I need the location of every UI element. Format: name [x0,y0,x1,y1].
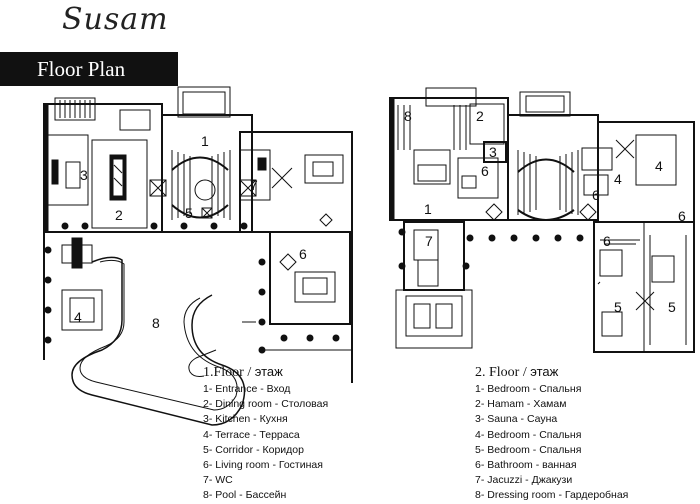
f2-marker-8: 8 [404,108,412,124]
floor2-room-2: 2- Hamam - Хамам [475,398,567,411]
floor2-room-4: 4- Bedroom - Спальня [475,428,582,441]
floor1-room-6: 6- Living room - Гостиная [203,459,323,472]
floor2-legend: 2. Floor / этаж 1- Bedroom - Спальня 2- … [475,364,628,504]
f1-marker-6: 6 [299,246,307,262]
floor1-room-8: 8- Pool - Бассейн [203,489,287,502]
f1-marker-7: 7 [250,177,258,193]
f1-marker-8: 8 [152,315,160,331]
brand-title: Susam [62,2,169,37]
f2-marker-6a: 6 [481,163,489,179]
floor1-room-5: 5- Corridor - Коридор [203,443,304,456]
f1-marker-4: 4 [74,309,82,325]
f2-marker-1: 1 [424,201,432,217]
f2-marker-5a: 5 [614,299,622,315]
banner-label: Floor Plan [37,57,126,81]
f1-marker-2: 2 [115,207,123,223]
f1-marker-1: 1 [201,133,209,149]
floor2-room-5: 5- Bedroom - Спальня [475,443,582,456]
floor2-heading-main: 2. Floor / [475,365,531,380]
floor1-heading: 1.Floor / этаж [203,364,328,381]
floor1-heading-main: 1.Floor / [203,365,255,380]
floor2-plan [389,87,695,353]
f1-marker-5: 5 [185,205,193,221]
f2-marker-5b: 5 [668,299,676,315]
floor1-legend: 1.Floor / этаж 1- Entrance - Вход 2- Din… [203,364,328,504]
floor2-room-8: 8- Dressing room - Гардеробная [475,489,629,502]
floor1-room-1: 1- Entrance - Вход [203,383,291,395]
floor1-room-4: 4- Terrace - Терраса [203,428,300,441]
f2-marker-4a: 4 [614,171,622,187]
f2-marker-6d: 6 [603,233,611,249]
floor1-heading-ru: этаж [254,364,283,379]
floor1-room-3: 3- Kitchen - Кухня [203,413,288,426]
floor2-heading: 2. Floor / этаж [475,364,628,381]
f2-marker-6c: 6 [678,208,686,224]
floor2-room-1: 1- Bedroom - Спальня [475,383,582,395]
floor1-room-2: 2- Dining room - Столовая [203,398,329,411]
floor2-room-6: 6- Bathroom - ванная [475,459,577,472]
f2-marker-3: 3 [489,144,497,160]
f2-marker-7: 7 [425,233,433,249]
floor2-room-3: 3- Sauna - Сауна [475,413,558,426]
f1-marker-3: 3 [80,167,88,183]
f2-marker-6b: 6 [592,187,600,203]
f2-marker-2: 2 [476,108,484,124]
floor-plan-banner: Floor Plan [0,52,178,86]
floor1-plan [43,86,353,426]
floor2-room-7: 7- Jacuzzi - Джакузи [475,474,573,487]
floor2-heading-ru: этаж [530,364,559,379]
floor1-room-7: 7- WC [203,474,233,487]
f2-marker-4b: 4 [655,158,663,174]
